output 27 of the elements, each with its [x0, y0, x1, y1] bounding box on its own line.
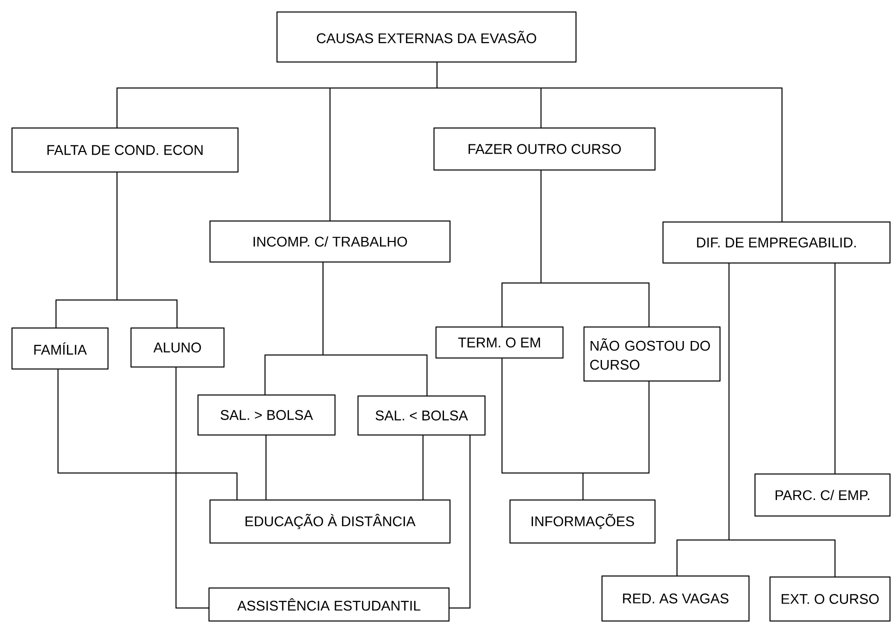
connector-line [422, 435, 424, 500]
category-box: FAMÍLIA [12, 328, 108, 370]
category-box: ASSISTÊNCIA ESTUDANTIL [208, 588, 450, 622]
connector-line [176, 367, 209, 608]
category-box: FAZER OUTRO CURSO [434, 128, 656, 170]
category-box: ALUNO [130, 328, 224, 368]
connector-line [116, 172, 178, 328]
category-box: TERM. O EM [436, 326, 564, 358]
category-box: NÃO GOSTOU DO CURSO [584, 326, 720, 382]
connector-line [322, 262, 428, 396]
connector-line [58, 369, 238, 500]
connector-line [834, 263, 836, 474]
category-box: PARC. C/ EMP. [754, 474, 890, 516]
category-box: RED. AS VAGAS [602, 576, 750, 622]
category-box: CAUSAS EXTERNAS DA EVASÃO [276, 12, 576, 62]
connector-line [436, 62, 782, 222]
category-box: FALTA DE COND. ECON [12, 128, 238, 172]
category-box: EDUCAÇÃO À DISTÂNCIA [210, 500, 450, 544]
category-box: SAL. > BOLSA [198, 394, 336, 436]
category-box: SAL. < BOLSA [358, 396, 486, 436]
category-box: INCOMP. C/ TRABALHO [210, 220, 450, 262]
connector-line [540, 170, 650, 327]
category-box: INFORMAÇÕES [510, 500, 656, 544]
connector-line [449, 435, 470, 608]
connector-line [582, 381, 650, 500]
category-box: DIF. DE EMPREGABILID. [662, 222, 890, 264]
category-box: EXT. O CURSO [770, 576, 890, 622]
